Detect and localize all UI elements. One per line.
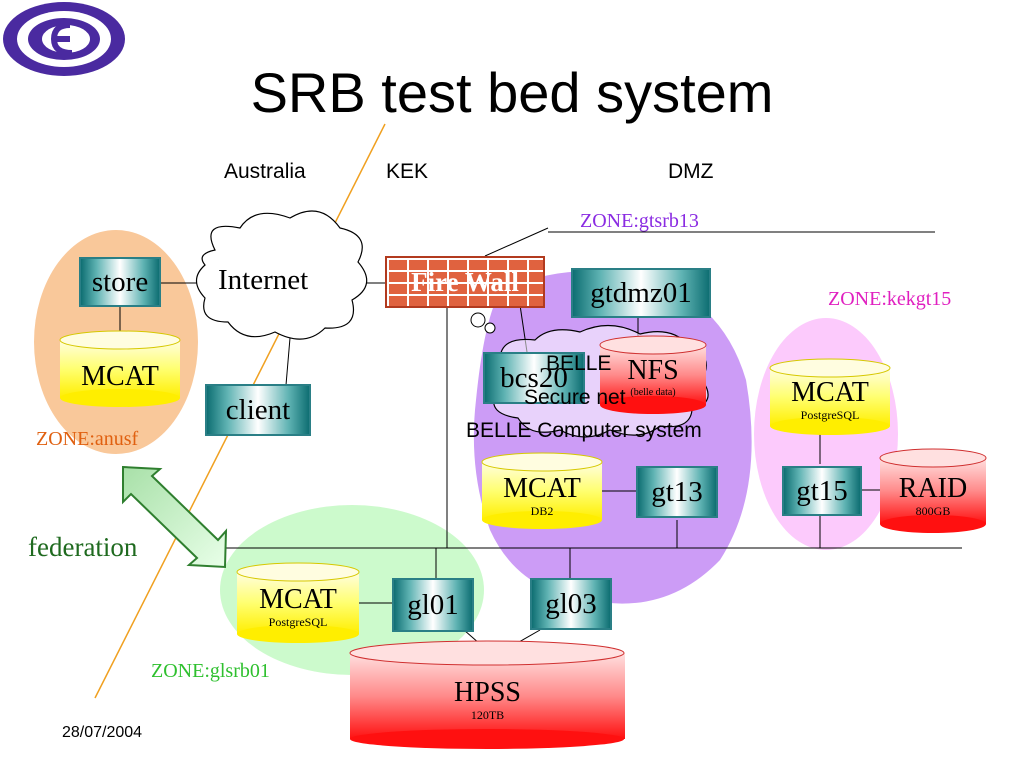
internet-cloud-label: Internet <box>218 264 309 296</box>
region-label-kek: KEK <box>386 160 429 183</box>
belle-cloud-label-line2: Secure net <box>524 386 626 409</box>
node-client[interactable]: client <box>205 384 311 436</box>
node-gt13[interactable]: gt13 <box>636 466 718 518</box>
region-label-australia: Australia <box>224 160 306 183</box>
db-mcat-db2 <box>481 452 603 529</box>
db-nfs-sub: (belle data) <box>630 387 676 398</box>
db-mcat-anusf <box>59 330 181 407</box>
belle-system-label: BELLE Computer system <box>466 419 702 442</box>
node-gl03[interactable]: gl03 <box>530 578 612 630</box>
db-nfs-label: NFS (belle data) <box>600 356 706 400</box>
node-gtdmz01[interactable]: gtdmz01 <box>571 268 711 318</box>
db-mcat-kek-label: MCAT PostgreSQL <box>770 377 890 423</box>
internet-cloud-shape <box>195 210 368 340</box>
db-mcat-kek-sub: PostgreSQL <box>800 408 860 422</box>
federation-label: federation <box>28 532 138 562</box>
belle-cloud-label-line1: BELLE <box>546 352 612 375</box>
db-hpss <box>349 640 625 749</box>
node-store[interactable]: store <box>79 257 161 307</box>
db-raid <box>879 448 987 533</box>
node-gl01[interactable]: gl01 <box>392 578 474 632</box>
firewall: Fire Wall <box>385 256 545 308</box>
db-nfs-name: NFS <box>627 355 679 386</box>
zone-label-gtsrb13: ZONE:gtsrb13 <box>580 210 699 232</box>
db-mcat-gl-name: MCAT <box>259 584 337 615</box>
region-label-dmz: DMZ <box>668 160 714 183</box>
db-nfs <box>599 335 707 414</box>
node-gt15[interactable]: gt15 <box>782 466 862 516</box>
date-footer: 28/07/2004 <box>62 724 143 741</box>
federation-arrow-icon <box>122 465 228 569</box>
db-mcat-anusf-name: MCAT <box>81 361 159 392</box>
db-mcat-gl <box>236 562 360 643</box>
page-title: SRB test bed system <box>250 61 774 124</box>
db-hpss-sub: 120TB <box>470 708 505 722</box>
db-raid-label: RAID 800GB <box>880 473 986 519</box>
kek-logo-icon <box>3 2 125 76</box>
db-mcat-db2-label: MCAT DB2 <box>482 473 602 519</box>
db-mcat-gl-sub: PostgreSQL <box>268 615 328 629</box>
db-hpss-name: HPSS <box>454 677 521 708</box>
db-raid-sub: 800GB <box>915 504 951 518</box>
zone-label-glsrb01: ZONE:glsrb01 <box>151 660 270 682</box>
db-raid-name: RAID <box>898 473 968 504</box>
db-mcat-db2-name: MCAT <box>503 473 581 504</box>
db-mcat-gl-label: MCAT PostgreSQL <box>237 584 359 630</box>
db-mcat-kek <box>769 358 891 435</box>
zone-label-kekgt15: ZONE:kekgt15 <box>828 288 952 310</box>
node-bcs20[interactable]: bcs20 <box>483 352 585 404</box>
db-mcat-db2-sub: DB2 <box>530 504 554 518</box>
db-hpss-label: HPSS 120TB <box>350 677 625 723</box>
db-mcat-kek-name: MCAT <box>791 377 869 408</box>
network-lines <box>119 227 962 651</box>
zone-label-anusf: ZONE:anusf <box>36 428 139 450</box>
db-mcat-anusf-label: MCAT <box>60 362 180 392</box>
